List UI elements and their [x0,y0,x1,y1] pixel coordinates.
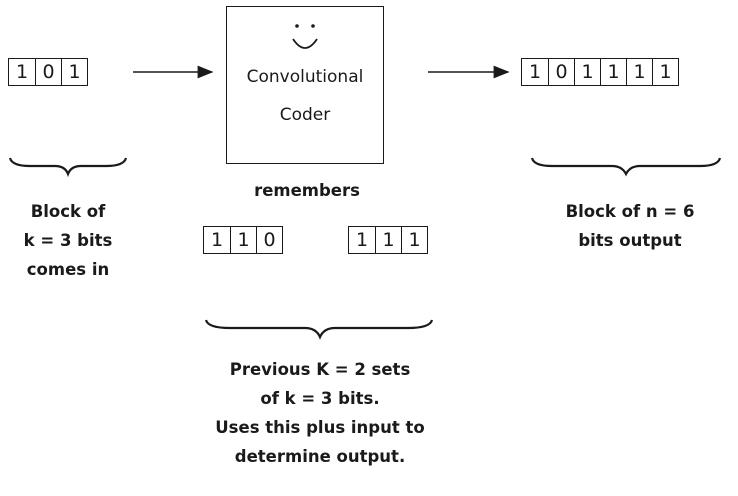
memory-bit: 1 [230,227,256,253]
caption-line: Block of n = 6 [565,202,695,221]
output-bit: 1 [652,59,678,85]
caption-line: Uses this plus input to [215,418,425,437]
memory-bit: 1 [210,229,224,251]
memory-brace [204,319,434,340]
caption-line: comes in [26,260,110,279]
input-bit: 0 [35,59,61,85]
output-bit: 1 [574,59,600,85]
output-bit-block: 1 0 1 1 1 1 [521,58,679,86]
input-bit-block: 1 0 1 [8,58,88,86]
convolutional-coder-box: Convolutional Coder [226,6,384,164]
output-caption: Block of n = 6 bits output [535,197,725,255]
caption-line: determine output. [234,447,406,466]
input-bit: 1 [61,59,87,85]
input-brace [8,157,128,178]
memory-caption: Previous K = 2 sets of k = 3 bits. Uses … [170,355,470,471]
remembers-label: remembers [254,181,360,200]
coder-label-line1: Convolutional [246,67,364,87]
smiley-face-icon [292,24,318,49]
input-caption: Block of k = 3 bits comes in [0,197,136,284]
memory-bit: 1 [401,227,427,253]
output-brace [530,157,722,177]
caption-line: Previous K = 2 sets [229,360,411,379]
caption-line: Block of [30,202,106,221]
caption-line: of k = 3 bits. [260,389,380,408]
output-bit: 1 [528,61,542,83]
caption-line: k = 3 bits [23,231,113,250]
memory-bit-block: 1 1 1 [348,226,428,254]
memory-bit: 0 [256,227,282,253]
memory-bit-block: 1 1 0 [203,226,283,254]
memory-bit: 1 [375,227,401,253]
caption-line: bits output [578,231,682,250]
output-bit: 0 [548,59,574,85]
output-bit: 1 [600,59,626,85]
output-bit: 1 [626,59,652,85]
memory-bit: 1 [355,229,369,251]
input-bit: 1 [15,61,29,83]
coder-label-line2: Coder [279,105,331,125]
